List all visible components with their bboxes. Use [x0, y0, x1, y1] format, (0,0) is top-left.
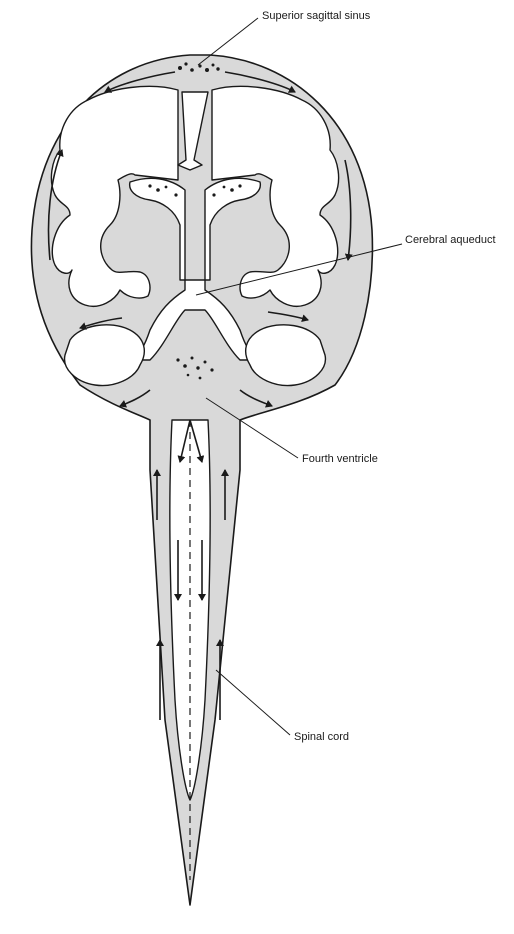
label-spinal-cord: Spinal cord — [294, 731, 349, 743]
label-superior-sagittal-sinus: Superior sagittal sinus — [262, 10, 371, 22]
leader-spinal-cord — [216, 670, 290, 735]
label-fourth-ventricle: Fourth ventricle — [302, 453, 378, 465]
label-cerebral-aqueduct: Cerebral aqueduct — [405, 234, 496, 246]
